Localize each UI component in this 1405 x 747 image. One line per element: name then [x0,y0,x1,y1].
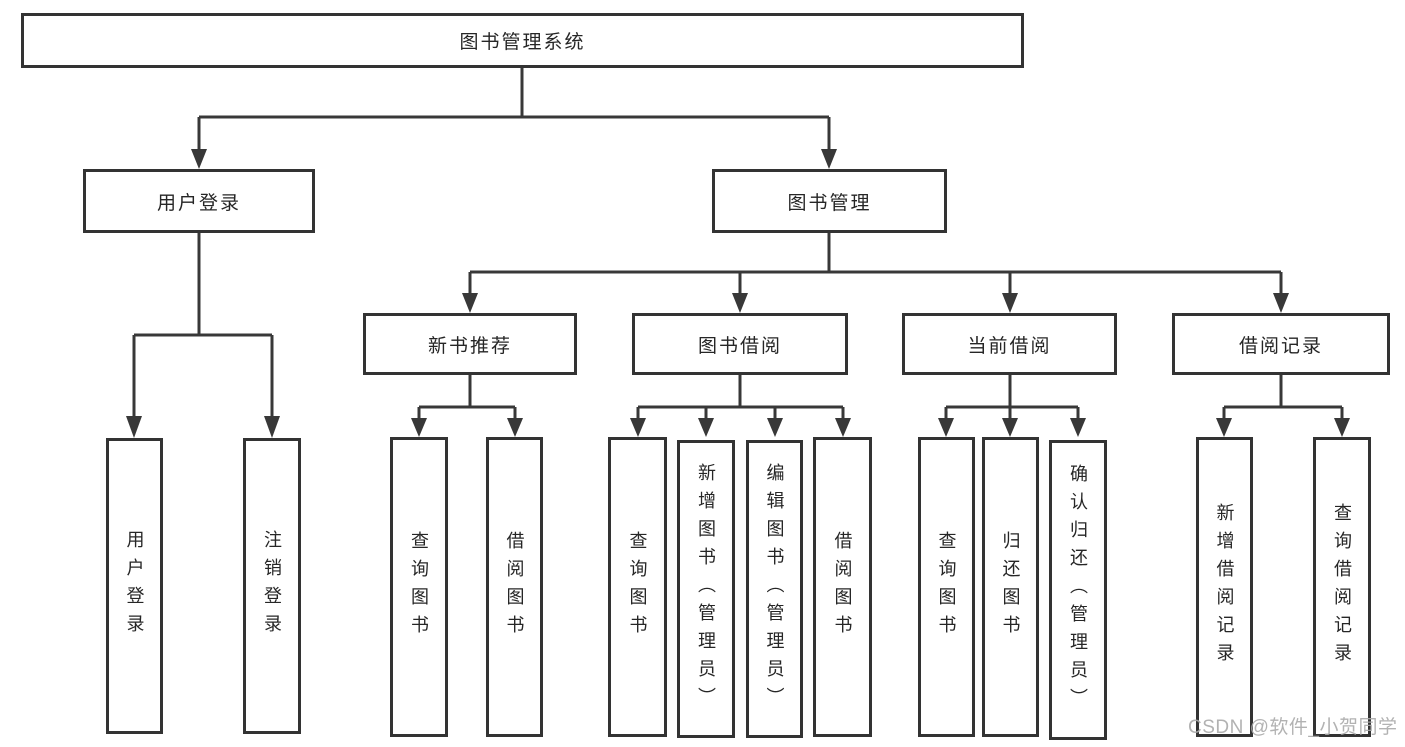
connector-management-to-level3 [468,233,1283,295]
node-book-borrow: 图书借阅 [632,313,848,375]
node-new-book-recommend-label: 新书推荐 [427,335,512,357]
leaf-confirm-return-admin-label: 确认归还（管理员） [1068,464,1088,716]
node-current-borrow-label: 当前借阅 [967,335,1052,357]
leaf-add-book-admin: 新增图书（管理员） [677,440,735,738]
leaf-borrow-books-borrow-label: 借阅图书 [832,531,853,643]
leaf-query-borrow-record-label: 查询借阅记录 [1332,503,1352,671]
connector-currentborrow-to-leaves [944,375,1080,420]
leaf-edit-book-admin: 编辑图书（管理员） [746,440,803,738]
node-book-management: 图书管理 [712,169,947,233]
leaf-query-borrow-record: 查询借阅记录 [1313,437,1371,737]
connector-records-to-leaves [1222,375,1344,420]
node-current-borrow: 当前借阅 [902,313,1117,375]
leaf-confirm-return-admin: 确认归还（管理员） [1049,440,1107,740]
leaf-query-books-current-label: 查询图书 [936,531,957,643]
leaf-query-books-recommend-label: 查询图书 [409,531,429,643]
leaf-user-login: 用户登录 [106,438,163,734]
node-borrow-records-label: 借阅记录 [1238,335,1323,357]
node-new-book-recommend: 新书推荐 [363,313,577,375]
leaf-logout-label: 注销登录 [262,530,282,642]
leaf-add-borrow-record-label: 新增借阅记录 [1214,503,1235,671]
leaf-query-books-borrow: 查询图书 [608,437,667,737]
node-user-login-label: 用户登录 [156,192,241,214]
leaf-add-book-admin-label: 新增图书（管理员） [696,463,716,715]
leaf-borrow-books-recommend-label: 借阅图书 [504,531,525,643]
leaf-borrow-books-recommend: 借阅图书 [486,437,543,737]
arrowheads [126,149,1350,438]
node-book-management-label: 图书管理 [787,192,872,214]
leaf-return-book: 归还图书 [982,437,1039,737]
leaf-logout: 注销登录 [243,438,301,734]
node-root-label: 图书管理系统 [459,32,586,53]
node-book-borrow-label: 图书借阅 [697,335,782,357]
connector-root-to-level2 [197,68,831,151]
leaf-return-book-label: 归还图书 [1000,531,1021,643]
leaf-query-books-borrow-label: 查询图书 [627,531,648,643]
leaf-borrow-books-borrow: 借阅图书 [813,437,872,737]
node-borrow-records: 借阅记录 [1172,313,1390,375]
leaf-query-books-recommend: 查询图书 [390,437,448,737]
connector-bookborrow-to-leaves [636,375,845,420]
node-user-login: 用户登录 [83,169,315,233]
leaf-user-login-label: 用户登录 [124,530,145,642]
watermark: CSDN @软件_小贺同学 [1188,717,1398,738]
connector-userlogin-to-leaves [132,233,274,418]
leaf-query-books-current: 查询图书 [918,437,975,737]
node-root: 图书管理系统 [21,13,1024,68]
leaf-add-borrow-record: 新增借阅记录 [1196,437,1253,737]
leaf-edit-book-admin-label: 编辑图书（管理员） [764,463,785,715]
connector-recommend-to-leaves [417,375,517,420]
